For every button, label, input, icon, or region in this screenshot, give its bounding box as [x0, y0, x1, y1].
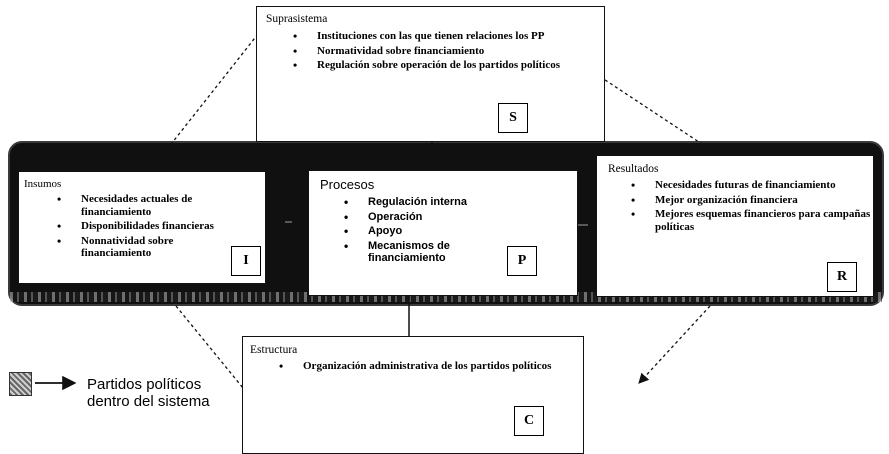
list-item: Necesidades actuales de financiamiento [53, 193, 231, 218]
resultados-title: Resultados [608, 163, 659, 175]
dotted-s-right [589, 69, 709, 149]
system-band-texture [10, 292, 882, 302]
tag-c: C [514, 406, 544, 436]
tag-r: R [827, 262, 857, 292]
list-item: Operación [340, 211, 510, 224]
tag-p: P [507, 246, 537, 276]
list-item: Organización administrativa de los parti… [275, 360, 565, 373]
list-item: Regulación interna [340, 196, 510, 209]
tag-i: I [231, 246, 261, 276]
list-item: Necesidades futuras de financiamiento [627, 179, 872, 192]
dotted-r-to-c-arrow [638, 305, 711, 384]
suprasistema-list: Instituciones con las que tienen relacio… [289, 30, 589, 74]
resultados-list: Necesidades futuras de financiamiento Me… [627, 179, 872, 235]
estructura-box: Estructura Organización administrativa d… [242, 336, 584, 454]
insumos-box: Insumos Necesidades actuales de financia… [18, 171, 266, 284]
legend-swatch [9, 372, 32, 396]
procesos-list: Regulación interna Operación Apoyo Mecan… [340, 196, 510, 267]
insumos-title: Insumos [24, 178, 62, 190]
list-item: Nonnatividad sobre financiamiento [53, 235, 231, 260]
list-item: Mejores esquemas financieros para campañ… [627, 208, 872, 233]
legend-label: Partidos políticos dentro del sistema [87, 376, 210, 410]
list-item: Normatividad sobre financiamiento [289, 45, 589, 58]
suprasistema-box: Suprasistema Instituciones con las que t… [256, 6, 605, 142]
list-item: Mejor organización financiera [627, 194, 872, 207]
insumos-list: Necesidades actuales de financiamiento D… [53, 193, 231, 262]
estructura-title: Estructura [250, 344, 298, 356]
procesos-box: Procesos Regulación interna Operación Ap… [308, 170, 578, 296]
tag-s: S [498, 103, 528, 133]
resultados-box: Resultados Necesidades futuras de financ… [596, 155, 874, 297]
list-item: Instituciones con las que tienen relacio… [289, 30, 589, 43]
list-item: Regulación sobre operación de los partid… [289, 59, 589, 72]
list-item: Apoyo [340, 225, 510, 238]
list-item: Mecanismos de financiamiento [340, 240, 510, 265]
estructura-list: Organización administrativa de los parti… [275, 360, 565, 375]
list-item: Disponibilidades financieras [53, 220, 231, 233]
dotted-s-left [167, 33, 259, 149]
suprasistema-title: Suprasistema [266, 13, 328, 25]
procesos-title: Procesos [320, 177, 375, 192]
